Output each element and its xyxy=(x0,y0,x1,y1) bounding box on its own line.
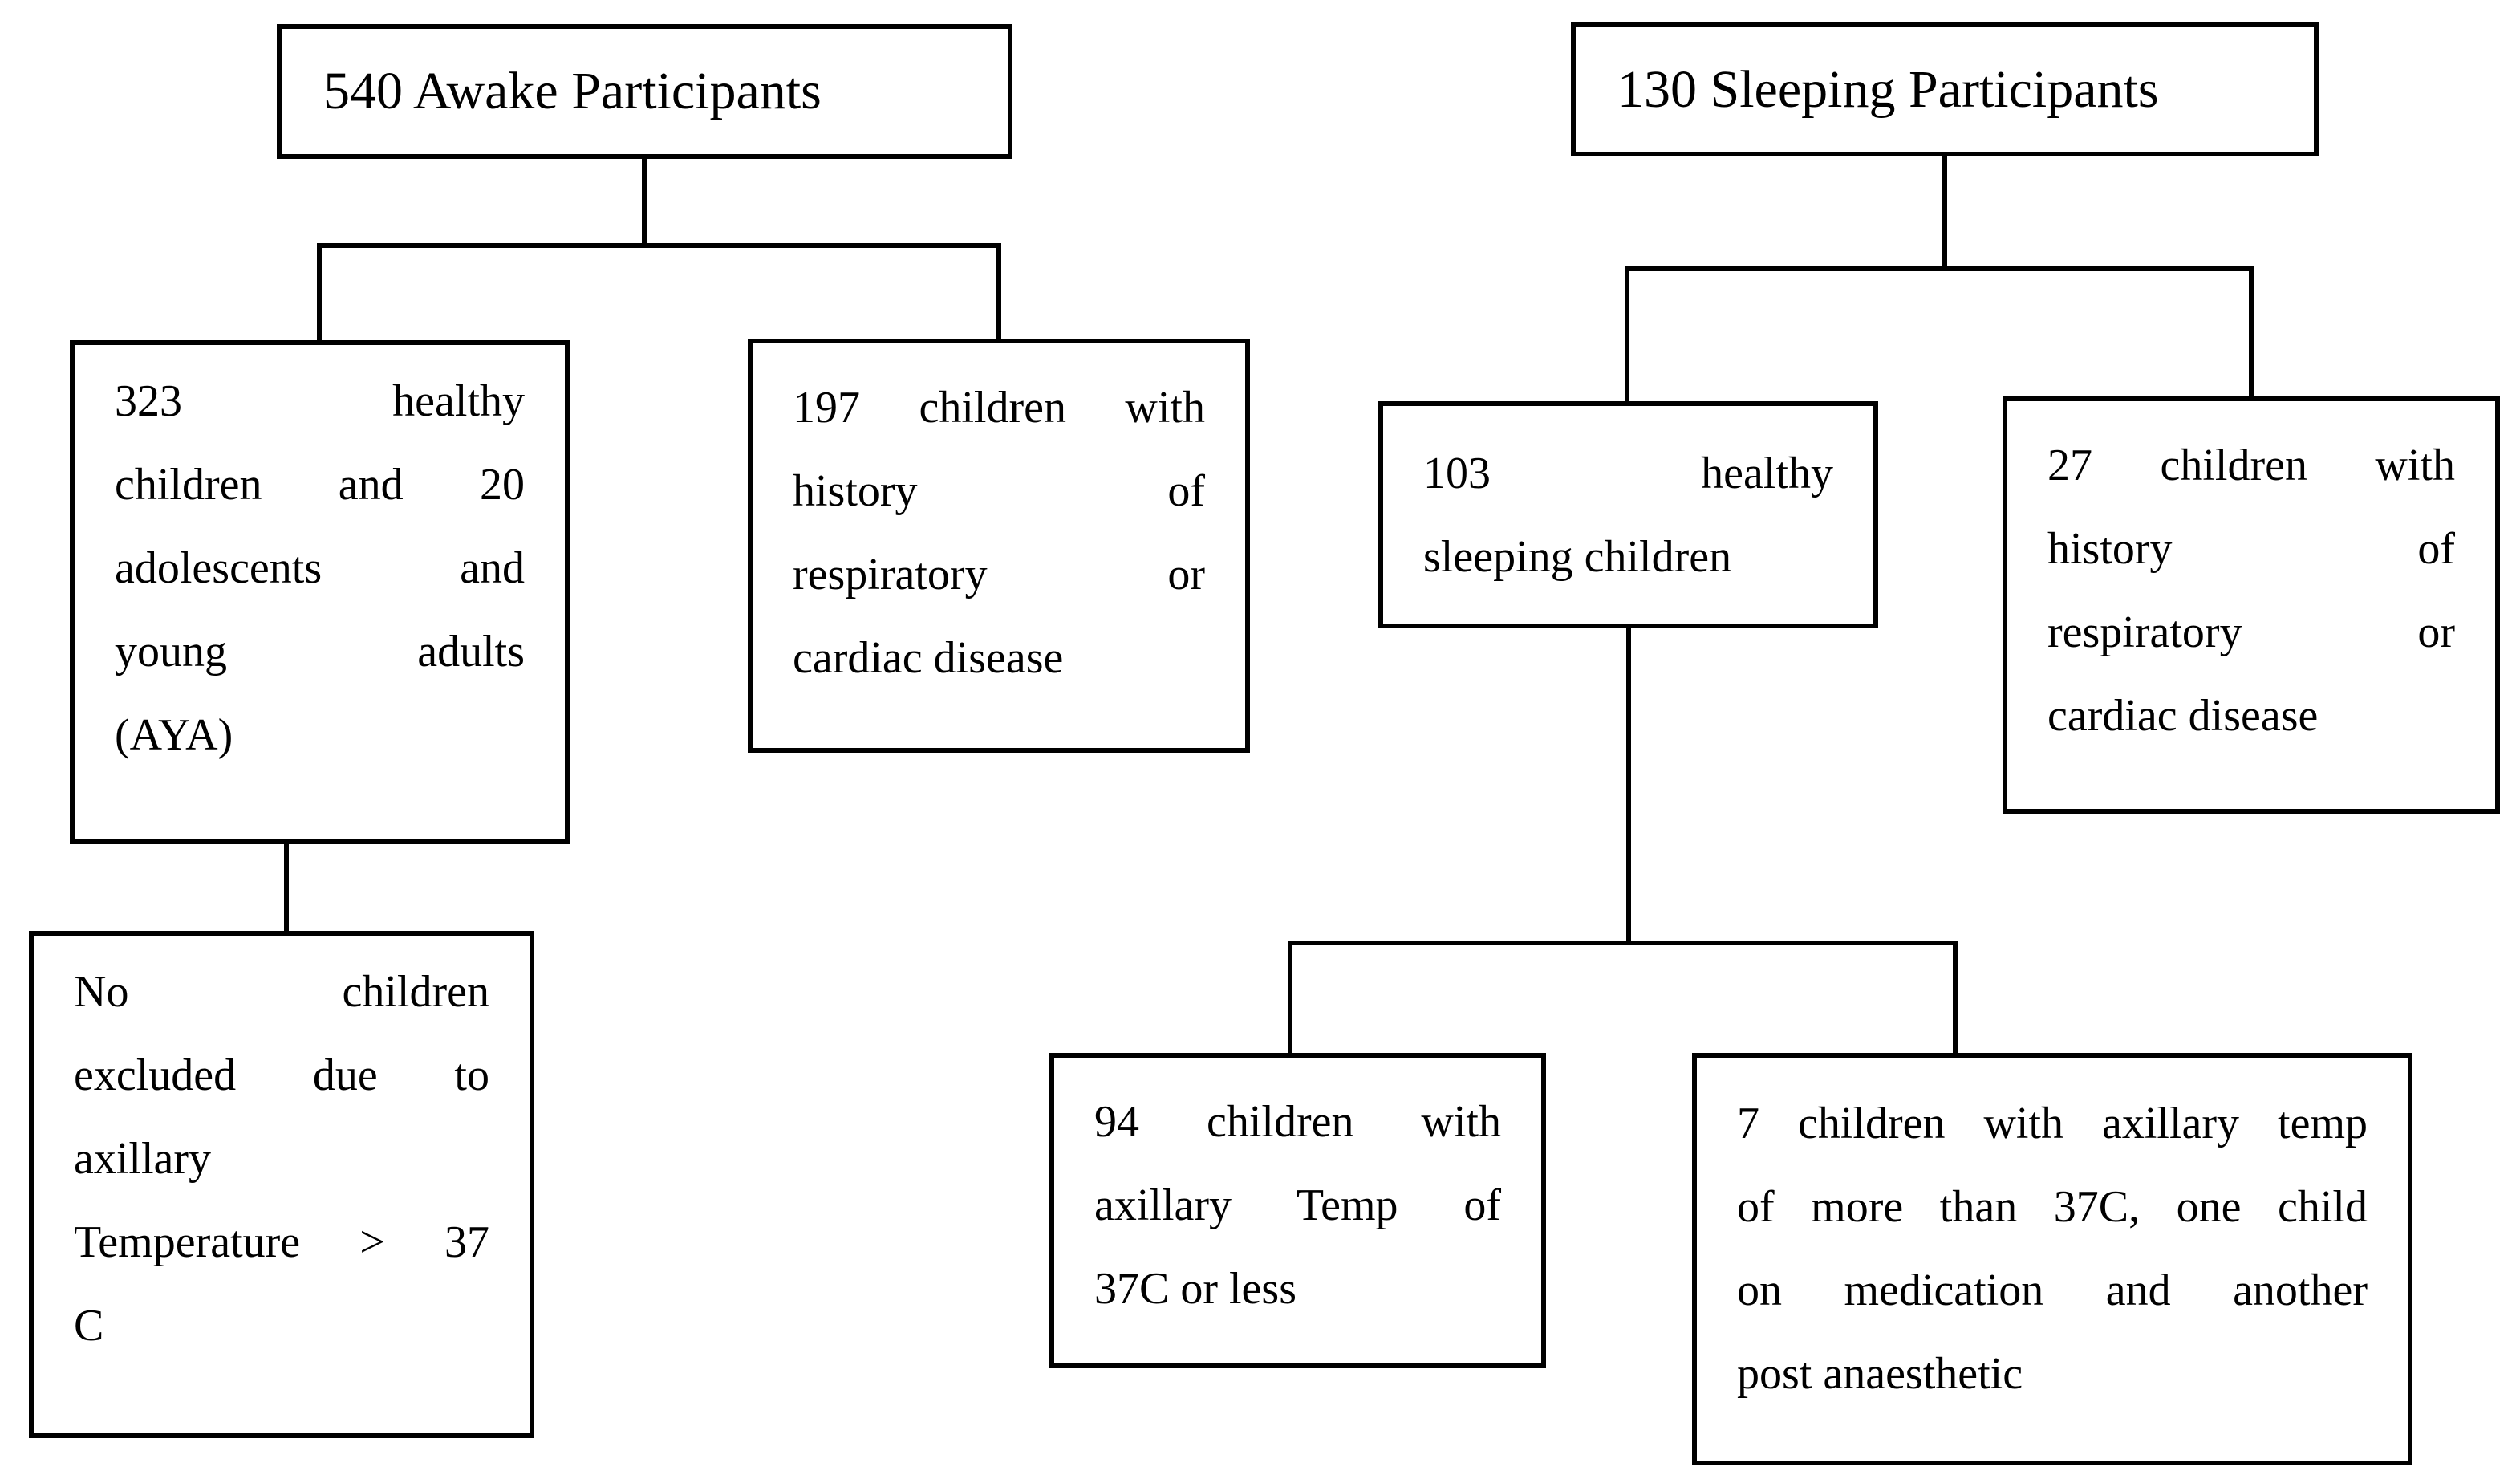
connector-awake-stem xyxy=(642,159,647,248)
box-awake-excluded: No children excluded due to axillary Tem… xyxy=(29,931,534,1438)
box-sleeping-healthy-line: sleeping children xyxy=(1423,532,1732,582)
box-sleeping-healthy: 103 healthy sleeping children xyxy=(1378,401,1878,628)
box-awake-disease-line: cardiac disease xyxy=(793,633,1064,683)
box-temp-high: 7 children with axillary temp of more th… xyxy=(1692,1053,2412,1465)
connector-temp-bar xyxy=(1288,941,1958,945)
box-awake-healthy-line: (AYA) xyxy=(115,710,233,760)
box-awake-excluded-line: excluded due to xyxy=(74,1050,489,1100)
box-temp-normal-line: 94 children with xyxy=(1094,1097,1501,1147)
box-awake-healthy-line: young adults xyxy=(115,627,525,677)
box-awake-healthy: 323 healthy children and 20 adolescents … xyxy=(70,340,570,844)
box-sleeping-disease-line: history of xyxy=(2047,524,2455,574)
box-sleeping-disease: 27 children with history of respiratory … xyxy=(2003,396,2500,814)
connector-awake-bar xyxy=(317,243,1001,248)
connector-awake-drop-healthy xyxy=(317,243,322,340)
box-awake-healthy-line: children and 20 xyxy=(115,460,525,510)
box-awake-participants-label: 540 Awake Participants xyxy=(323,62,822,120)
box-temp-high-line: on medication and another xyxy=(1737,1266,2368,1315)
box-temp-normal-line: axillary Temp of xyxy=(1094,1180,1501,1230)
box-awake-disease-line: history of xyxy=(793,466,1205,516)
box-awake-healthy-line: 323 healthy xyxy=(115,376,525,426)
box-awake-disease: 197 children with history of respiratory… xyxy=(748,339,1250,753)
box-sleeping-disease-line: respiratory or xyxy=(2047,607,2455,657)
connector-sleeping-drop-disease xyxy=(2249,266,2254,396)
box-sleeping-participants-label: 130 Sleeping Participants xyxy=(1617,59,2159,119)
box-temp-normal: 94 children with axillary Temp of 37C or… xyxy=(1049,1053,1546,1368)
box-awake-disease-line: respiratory or xyxy=(793,550,1205,599)
connector-awake-excluded-stem xyxy=(284,843,289,933)
connector-sleeping-drop-healthy xyxy=(1625,266,1629,401)
box-awake-healthy-line: adolescents and xyxy=(115,543,525,593)
connector-sleeping-bar xyxy=(1625,266,2254,271)
connector-drop-temp-normal xyxy=(1288,941,1292,1053)
box-sleeping-participants: 130 Sleeping Participants xyxy=(1571,22,2319,156)
box-awake-participants: 540 Awake Participants xyxy=(277,24,1012,159)
box-awake-disease-line: 197 children with xyxy=(793,383,1205,433)
box-awake-excluded-line: axillary xyxy=(74,1134,212,1184)
box-awake-excluded-line: C xyxy=(74,1301,104,1351)
connector-sleeping-healthy-stem xyxy=(1626,628,1631,945)
connector-sleeping-stem xyxy=(1942,156,1947,271)
box-temp-high-line: post anaesthetic xyxy=(1737,1349,2023,1399)
box-awake-excluded-line: Temperature > 37 xyxy=(74,1217,489,1267)
box-awake-excluded-line: No children xyxy=(74,967,489,1017)
box-sleeping-disease-line: 27 children with xyxy=(2047,441,2455,490)
box-sleeping-disease-line: cardiac disease xyxy=(2047,691,2319,741)
box-temp-normal-line: 37C or less xyxy=(1094,1264,1297,1314)
box-temp-high-line: 7 children with axillary temp xyxy=(1737,1099,2368,1148)
connector-drop-temp-high xyxy=(1953,941,1958,1053)
box-temp-high-line: of more than 37C, one child xyxy=(1737,1182,2368,1232)
connector-awake-drop-disease xyxy=(996,243,1001,339)
box-sleeping-healthy-line: 103 healthy xyxy=(1423,449,1833,498)
